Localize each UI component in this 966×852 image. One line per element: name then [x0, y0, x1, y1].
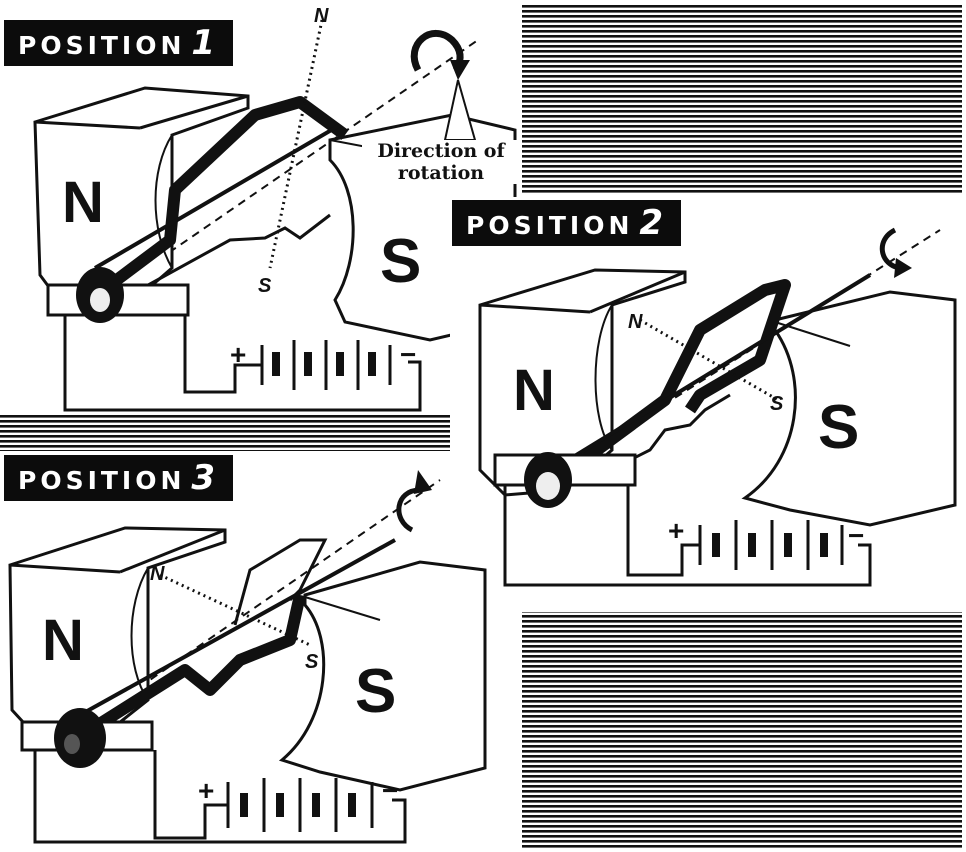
panel-3-motor: N S N S + −	[8, 470, 487, 844]
rotation-arrow-3	[396, 487, 421, 533]
south-pole-label-1: S	[380, 227, 421, 296]
battery-1	[260, 340, 392, 390]
coil-axis-south-2: S	[770, 393, 784, 415]
battery-minus-1: −	[400, 339, 416, 370]
south-pole-label-3: S	[355, 657, 396, 726]
hatch-block-bottom-right	[522, 612, 962, 850]
panel-3-label-word: POSITION	[18, 466, 186, 495]
hatch-block-top-right	[522, 5, 962, 195]
north-pole-label-1: N	[62, 170, 104, 235]
coil-axis-north-1: N	[314, 5, 329, 27]
coil-2	[566, 279, 791, 475]
rotation-callout-line-1: Direction of	[377, 140, 505, 162]
panel-3-label-number: 3	[191, 458, 220, 498]
coil-axis-north-2: N	[628, 311, 643, 333]
coil-axis-south-3: S	[305, 651, 319, 673]
panel-2-label-number: 2	[639, 203, 668, 243]
rotation-arrow-2	[879, 227, 901, 271]
battery-minus-3: −	[382, 775, 398, 806]
battery-plus-3: +	[198, 775, 214, 806]
rotation-callout: Direction of rotation	[362, 140, 520, 184]
coil-1	[106, 96, 349, 290]
battery-plus-2: +	[668, 515, 684, 546]
panel-2-label-word: POSITION	[466, 211, 634, 240]
hatch-block-left-band	[0, 415, 450, 451]
north-pole-label-3: N	[42, 608, 84, 673]
rotation-callout-line-2: rotation	[397, 162, 485, 184]
circuit-wire-3	[33, 750, 407, 844]
coil-axis-south-1: S	[258, 275, 272, 297]
south-magnet-3	[278, 560, 487, 792]
north-magnet-2	[478, 268, 687, 497]
battery-plus-1: +	[230, 339, 246, 370]
south-magnet-2	[741, 290, 957, 527]
battery-3	[226, 778, 374, 832]
coil-axis-north-3: N	[150, 563, 165, 585]
coil-3	[86, 593, 306, 736]
battery-minus-2: −	[848, 520, 864, 551]
battery-2	[698, 520, 844, 570]
panel-2-motor: N S N S + −	[478, 227, 957, 587]
panel-1-motor: N S N S + −	[33, 5, 517, 412]
circuit-wire-2	[503, 485, 872, 587]
circuit-wire-1	[63, 315, 422, 412]
panel-1-label-number: 1	[191, 23, 220, 63]
south-pole-label-2: S	[818, 393, 859, 462]
panel-1-label-word: POSITION	[18, 31, 186, 60]
north-pole-label-2: N	[513, 358, 555, 423]
